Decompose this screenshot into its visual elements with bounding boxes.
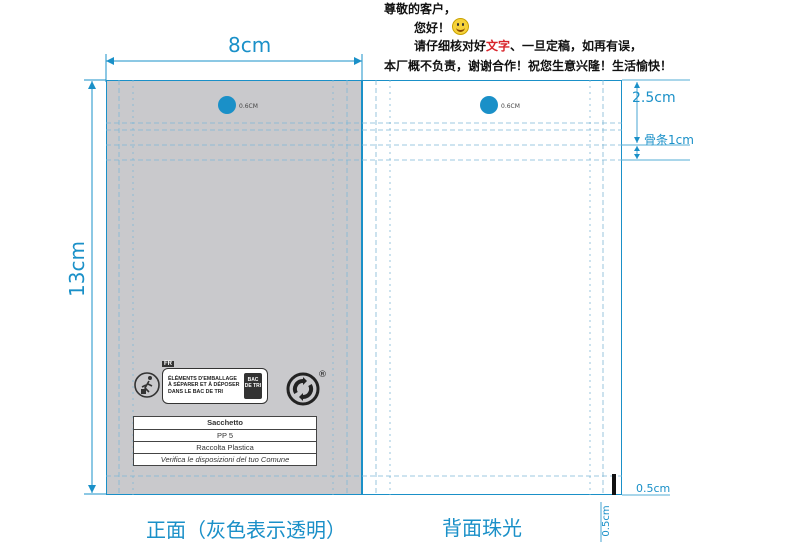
triman-line-3: DANS LE BAC DE TRI [168,388,224,395]
rib-dimension-label: 骨条1cm [644,133,694,147]
registered-mark: ® [318,370,327,380]
width-dimension-label: 8cm [228,33,272,57]
back-panel [362,80,622,495]
triman-line-1: ÉLÉMENTS D'EMBALLAGE [168,376,237,382]
notice-line-3-suffix: 、一旦定稿，如再有误， [510,39,643,53]
green-dot-icon [286,372,320,406]
tidyman-icon [134,372,160,398]
notice-highlight-text: 文字 [486,39,511,53]
notice-line-4: 本厂概不负责，谢谢合作！祝您生意兴隆！生活愉快！ [384,59,673,73]
bottom-margin-label: 0.5cm [601,505,612,537]
front-caption: 正面（灰色表示透明） [146,518,346,542]
triman-info-box: FR ÉLÉMENTS D'EMBALLAGE À SÉPARER ET À D… [162,361,268,404]
sorting-bin-icon: BAC DE TRI [244,373,262,399]
notice-line-2: 您好！ [414,18,470,36]
bottom-margin-line [600,502,602,542]
table-row: Raccolta Plastica [134,442,316,454]
side-margin-label: 0.5cm [636,482,671,495]
triman-country-label: FR [162,361,174,367]
recycling-table: Sacchetto PP 5 Raccolta Plastica Verific… [133,416,317,466]
back-hang-hole [480,96,498,114]
height-dimension-arrow [84,79,106,495]
notice-line-3-prefix: 请仔细核对好 [414,39,487,53]
triman-line-2: À SÉPARER ET À DÉPOSER [168,382,240,389]
back-hole-size-label: 0.6CM [501,103,520,110]
notice-line-3: 请仔细核对好文字、一旦定稿，如再有误， [414,37,642,54]
table-row: Sacchetto [134,417,316,430]
front-hang-hole [218,96,236,114]
top-band-dimension-label: 2.5cm [632,90,676,106]
top-band-dimension-arrow [634,82,640,159]
triman-text: ÉLÉMENTS D'EMBALLAGE À SÉPARER ET À DÉPO… [168,376,239,395]
table-row: Verifica le disposizioni del tuo Comune [160,455,290,464]
notice-greeting: 您好！ [414,21,451,35]
smiley-icon [452,18,470,35]
table-row: PP 5 [134,430,316,442]
notice-line-1: 尊敬的客户， [384,2,457,16]
width-dimension-arrow [105,54,363,82]
front-hole-size-label: 0.6CM [239,103,258,110]
back-caption: 背面珠光 [442,516,522,540]
side-margin-line [622,494,670,496]
